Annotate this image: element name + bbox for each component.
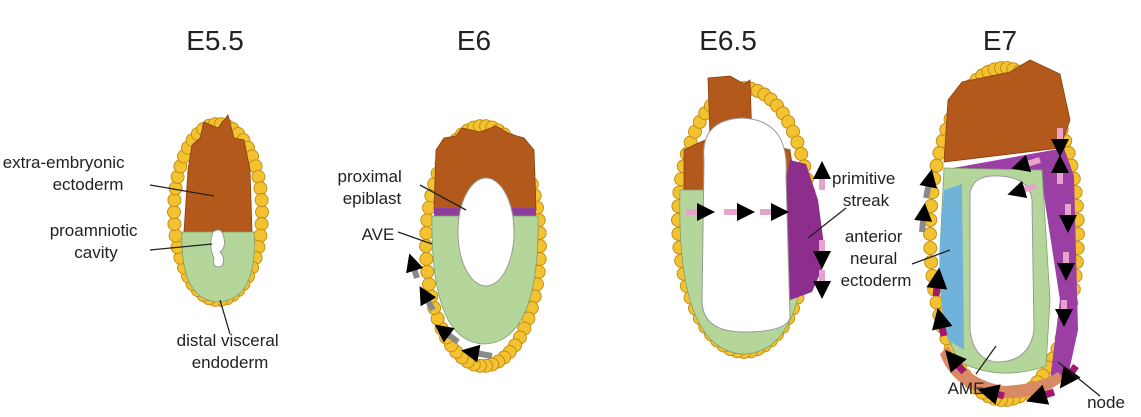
arrow-magenta (988, 392, 1004, 396)
embryo-e7 (924, 60, 1085, 406)
visceral-endoderm-cell (924, 242, 937, 255)
label-node: node (1087, 393, 1125, 412)
visceral-endoderm-cell (255, 218, 268, 231)
visceral-endoderm-cell (252, 170, 265, 183)
embryo-e6-5 (672, 76, 827, 359)
visceral-endoderm-cell (255, 194, 268, 207)
leader-node (1058, 362, 1100, 396)
label-primitive-streak: primitive streak (832, 169, 900, 210)
visceral-endoderm-cell (924, 228, 937, 241)
visceral-endoderm-cell (791, 136, 804, 149)
stage-title-e7: E7 (983, 25, 1017, 56)
visceral-endoderm-cell (420, 253, 433, 266)
visceral-endoderm-cell (925, 199, 938, 212)
arrow-magenta (940, 318, 944, 336)
embryo-e6 (420, 120, 547, 373)
visceral-endoderm-cell (421, 265, 434, 278)
proamniotic-cavity-e6-5 (702, 118, 790, 332)
label-distal-visceral-endoderm: distal visceral endoderm (177, 331, 284, 372)
visceral-endoderm-cell (423, 278, 436, 291)
visceral-endoderm-cell (420, 227, 433, 240)
visceral-endoderm-cell (930, 159, 943, 172)
arrow-grey (926, 178, 930, 198)
visceral-endoderm-cell (168, 206, 181, 219)
arrow-magenta (936, 278, 938, 296)
visceral-endoderm-cell (168, 218, 181, 231)
stage-title-e6-5: E6.5 (699, 25, 757, 56)
amniotic-cavity-e7 (970, 176, 1034, 362)
visceral-endoderm-cell (423, 201, 436, 214)
embryo-e5-5 (168, 115, 269, 306)
visceral-endoderm-cell (254, 229, 267, 242)
label-ame: AME (948, 379, 985, 398)
visceral-endoderm-cell (169, 229, 182, 242)
proamniotic-cavity-e6 (458, 178, 514, 286)
visceral-endoderm-cell (795, 148, 808, 161)
label-proamniotic-cavity: proamniotic cavity (50, 221, 143, 262)
visceral-endoderm-cell (168, 194, 181, 207)
label-extraembryonic-ectoderm: extra-embryonic ectoderm (3, 153, 130, 194)
visceral-endoderm-cell (256, 206, 269, 219)
label-ave: AVE (362, 225, 395, 244)
arrow-grey (412, 262, 417, 278)
arrow-grey (470, 352, 492, 356)
extraembryonic-ectoderm-e7 (944, 60, 1070, 162)
stage-title-e5-5: E5.5 (186, 25, 244, 56)
label-proximal-epiblast: proximal epiblast (338, 167, 407, 208)
arrow-grey (922, 212, 924, 232)
stage-title-e6: E6 (457, 25, 491, 56)
label-anterior-neural-ectoderm: anterior neural ectoderm (841, 227, 912, 290)
visceral-endoderm-cell (254, 182, 267, 195)
